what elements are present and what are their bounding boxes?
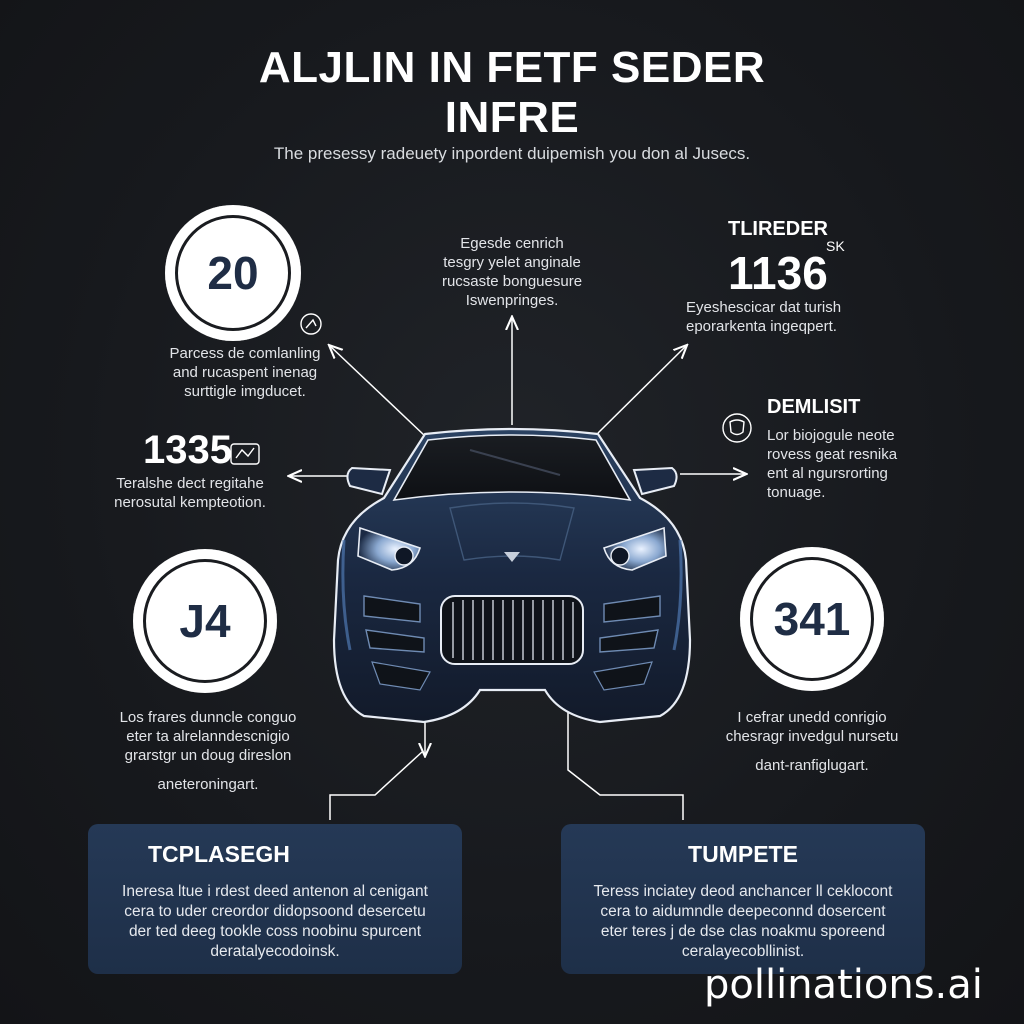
left-mirror: [346, 466, 392, 496]
connector-right-panel: [567, 692, 684, 820]
grille-bars: [452, 600, 574, 660]
page-title-line-2: INFRE: [444, 93, 580, 142]
stat-1136-description: Eyeshescicar dat turish eporarkenta inge…: [686, 299, 842, 335]
left-highlight: [341, 539, 352, 651]
car-illustration: [332, 427, 692, 724]
windshield: [392, 434, 632, 502]
shield-inner: [729, 419, 745, 436]
stat-j4-description: Los frares dunncle conguo eter ta alrela…: [119, 709, 297, 793]
stat-circle-341: 341: [740, 547, 884, 691]
arrow-top-left: [330, 346, 426, 437]
gauge-icon: [300, 313, 322, 335]
left-intake-lower: [365, 629, 425, 653]
emblem: [504, 552, 520, 562]
battery-graph: [235, 447, 255, 459]
connector-left-panel: [329, 751, 423, 820]
stat-1136-value: 1136: [728, 247, 828, 299]
panel-tumpete: TUMPETE Teress inciatey deod anchancer l…: [561, 824, 925, 974]
right-headlight-lens: [610, 546, 630, 566]
page-title: ALJLIN IN FETF SEDER: [258, 43, 766, 92]
right-fog-vent: [593, 661, 653, 691]
stat-1335-description: Teralshe dect regitahe nerosutal kempteo…: [114, 475, 266, 511]
battery-icon: [230, 443, 260, 465]
left-intake-upper: [363, 595, 421, 623]
right-intake-upper: [603, 595, 661, 623]
stat-circle-j4: J4: [133, 549, 277, 693]
panel-tumpete-title: TUMPETE: [688, 841, 798, 867]
stat-1136-suffix: SK: [826, 238, 845, 254]
panel-tumpete-text: Teress inciatey deod anchancer ll cekloc…: [593, 883, 893, 960]
shield-icon: [722, 413, 752, 443]
stat-1136-heading: TLIREDER: [728, 218, 828, 240]
left-fog-vent: [371, 661, 431, 691]
hood-crease: [449, 502, 575, 561]
right-mirror: [632, 466, 678, 496]
panel-tcplasegh-text: Ineresa ltue i rdest deed antenon al cen…: [122, 883, 428, 960]
stat-demlisit-description: Lor biojogule neote rovess geat resnika …: [767, 427, 898, 501]
top-center-callout: Egesde cenrich tesgry yelet anginale ruc…: [441, 235, 583, 309]
stat-circle-20: 20: [165, 205, 301, 341]
stat-1335-value: 1335: [143, 428, 232, 472]
gauge-needle: [305, 318, 317, 329]
left-headlight-lens: [394, 546, 414, 566]
stat-demlisit-heading: DEMLISIT: [767, 396, 861, 418]
page-subtitle: The presessy radeuety inpordent duipemis…: [273, 144, 751, 163]
watermark: pollinations.ai: [704, 962, 983, 1008]
panel-tcplasegh: TCPLASEGH Ineresa ltue i rdest deed ante…: [88, 824, 462, 974]
windshield-reflection: [469, 449, 561, 476]
right-intake-lower: [599, 629, 659, 653]
arrow-top-right: [597, 346, 686, 434]
right-highlight: [672, 539, 683, 651]
stat-341-description: I cefrar unedd conrigio chesragr invedgu…: [725, 709, 899, 774]
stat-20-description: Parcess de comlanling and rucaspent inen…: [169, 345, 321, 400]
grille: [440, 595, 584, 665]
panel-tcplasegh-title: TCPLASEGH: [148, 841, 290, 867]
